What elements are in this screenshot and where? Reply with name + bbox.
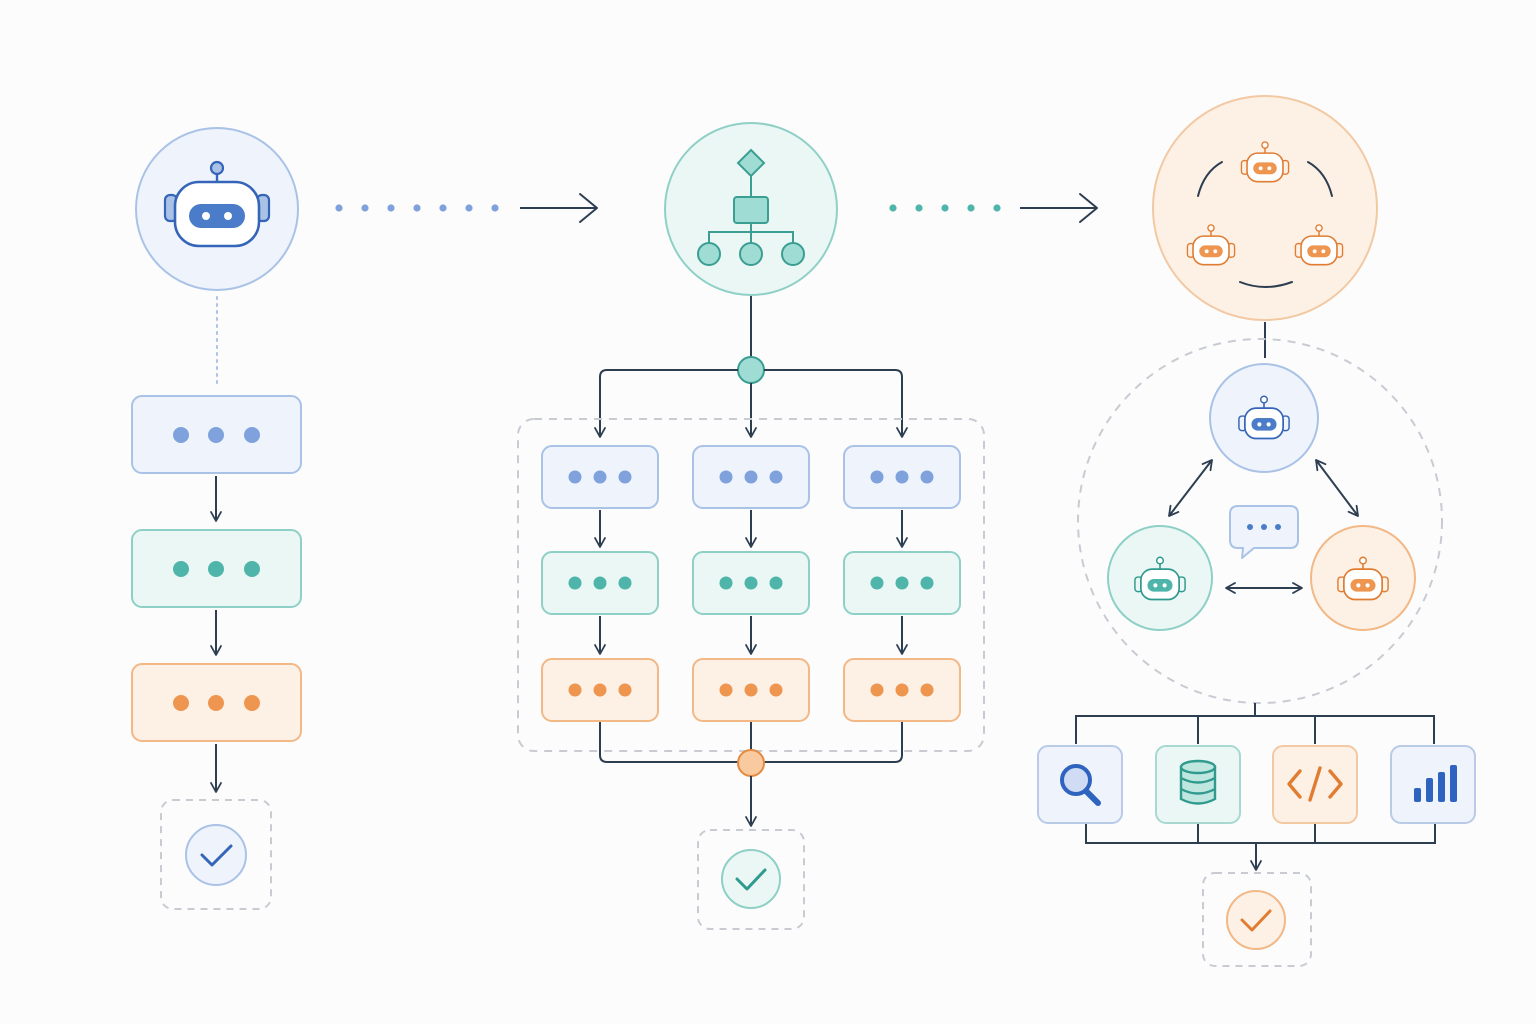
- stage-workflow: [517, 122, 985, 930]
- parallel-columns: [541, 445, 961, 722]
- robot-team-icon: [1186, 141, 1344, 288]
- bidirectional-arrow: [1315, 459, 1359, 517]
- step-box-teal: [692, 551, 810, 615]
- robot-icon: [1240, 141, 1290, 183]
- code-icon: [1287, 766, 1343, 802]
- database-icon: [1179, 759, 1217, 805]
- robot-icon: [1134, 395, 1389, 601]
- transition-connector-2: [889, 193, 1098, 223]
- result-frame: [160, 799, 272, 910]
- bidirectional-arrow: [1168, 459, 1213, 517]
- parallel-group-frame: [517, 418, 985, 752]
- robot-icon: [163, 160, 271, 248]
- search-icon: [1060, 764, 1101, 806]
- collaboration-frame: [1077, 338, 1443, 704]
- robot-icon: [1134, 556, 1186, 601]
- check-icon: [200, 844, 233, 867]
- result-frame: [1202, 872, 1312, 967]
- step-box-blue: [843, 445, 961, 509]
- check-icon: [735, 868, 767, 891]
- bar-chart-icon: [1414, 765, 1457, 802]
- hierarchy-icon: [697, 148, 805, 266]
- dots-icon: [173, 695, 260, 711]
- step-box-blue: [541, 445, 659, 509]
- robot-icon: [1294, 224, 1344, 266]
- stage-single-agent: [131, 127, 302, 910]
- step-box-orange: [843, 658, 961, 722]
- robot-icon: [1238, 395, 1290, 440]
- chat-bubble-icon: [1229, 505, 1299, 559]
- tool-bus-bottom: [1085, 824, 1436, 844]
- result-circle: [1226, 890, 1286, 950]
- merge-line: [599, 722, 738, 763]
- result-circle: [721, 849, 781, 909]
- tool-bus-top: [1075, 715, 1435, 744]
- stage-multi-agent: [1037, 95, 1476, 967]
- branch-arrow: [764, 369, 908, 438]
- dots-icon: [173, 427, 260, 443]
- check-icon: [1240, 909, 1272, 932]
- robot-icon: [1186, 224, 1236, 266]
- step-box-teal: [843, 551, 961, 615]
- split-node: [737, 356, 765, 384]
- result-circle: [185, 824, 247, 886]
- transition-connector-1: [335, 193, 598, 223]
- step-box-orange: [692, 658, 810, 722]
- step-box-teal: [541, 551, 659, 615]
- merge-node: [737, 749, 765, 777]
- robot-icon: [1337, 556, 1389, 601]
- step-box-orange: [541, 658, 659, 722]
- merge-line: [764, 722, 903, 763]
- result-frame: [697, 829, 805, 930]
- step-box-blue: [692, 445, 810, 509]
- dots-icon: [173, 561, 260, 577]
- branch-arrow: [594, 369, 738, 438]
